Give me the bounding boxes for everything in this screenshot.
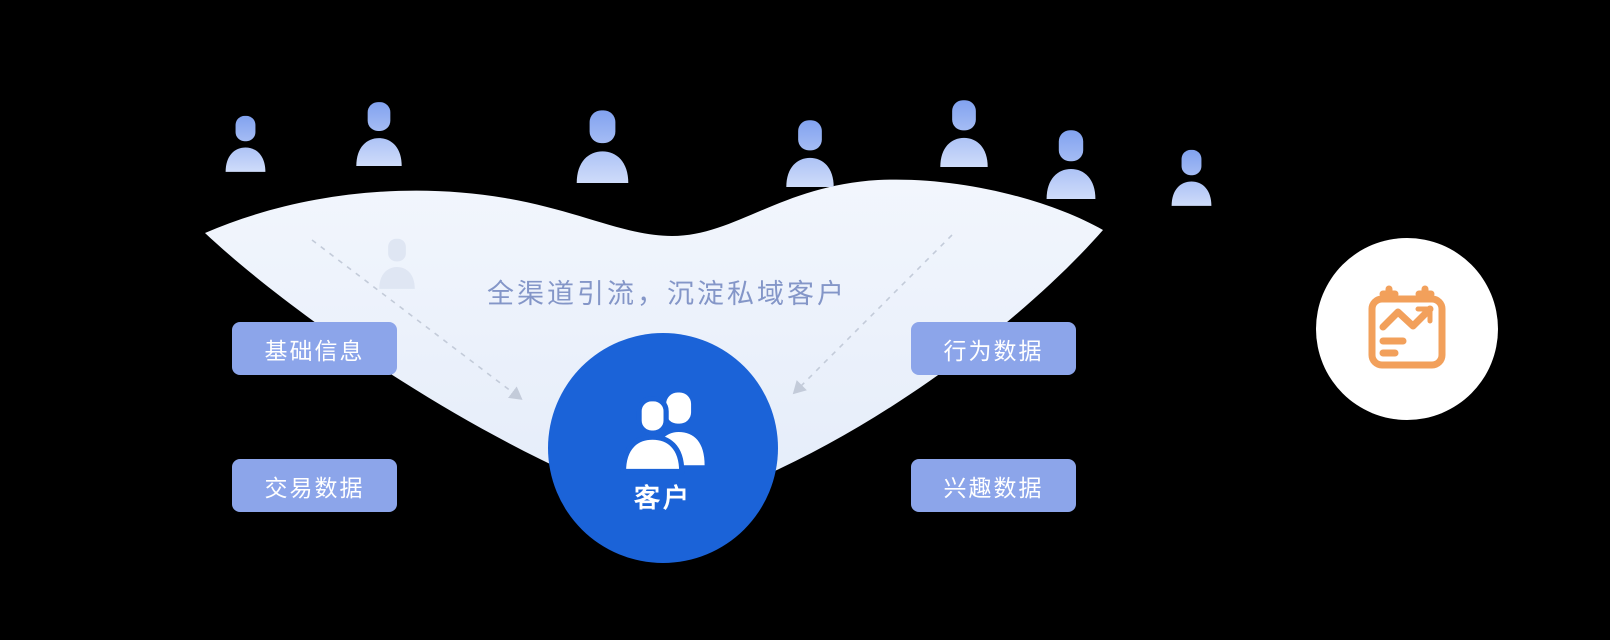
customer-circle: 客户: [548, 333, 778, 563]
person-icon: [936, 98, 992, 167]
funnel-title: 全渠道引流，沉淀私域客户: [487, 279, 847, 309]
label-transaction-data: 交易数据: [232, 459, 397, 512]
customer-label: 客户: [633, 482, 692, 513]
label-behavior-data: 行为数据: [911, 322, 1076, 375]
label-interest-data: 兴趣数据: [911, 459, 1076, 512]
dashed-arrow-right: [792, 234, 953, 395]
customers-icon: [620, 391, 705, 474]
person-icon: [352, 100, 406, 166]
person-icon: [222, 114, 269, 172]
person-icon: [1042, 128, 1100, 199]
person-icon: [782, 118, 838, 187]
label-basic-info: 基础信息: [232, 322, 397, 375]
person-icon: [572, 108, 633, 183]
report-chart-icon: [1368, 285, 1446, 369]
report-badge: [1316, 238, 1498, 420]
person-icon: [1168, 148, 1215, 206]
